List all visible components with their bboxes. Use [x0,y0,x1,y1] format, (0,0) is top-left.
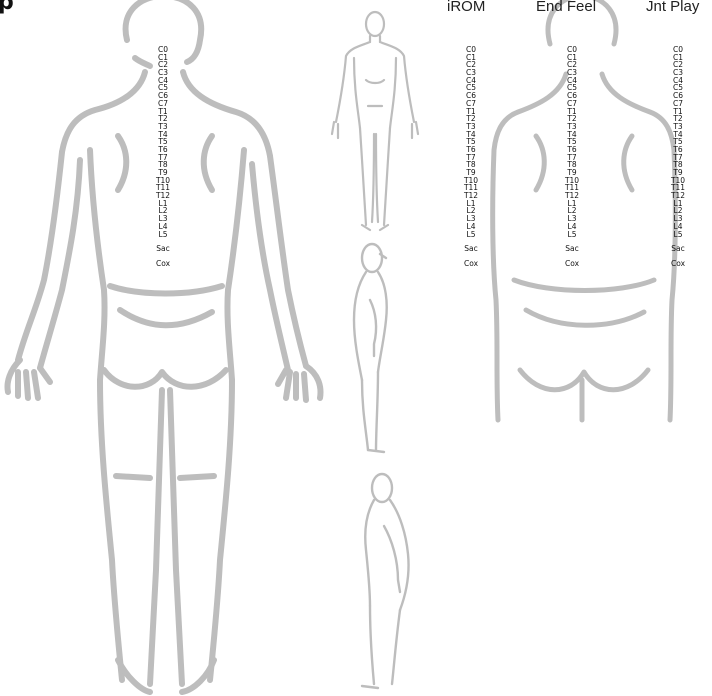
spine-segments-irom: C0C1C2C3C4C5C6C7T1T2T3T4T5T6T7T8T9T10T11… [451,46,491,268]
column-heading-jnt-play: Jnt Play [646,0,699,15]
segment-label-l5: L5 [451,231,491,239]
segment-label-sac: Sac [451,245,491,253]
column-heading-end-feel: End Feel [536,0,596,15]
segment-label-sac: Sac [143,245,183,253]
lateral-body-figure-right [340,240,420,460]
anterior-body-figure [330,10,420,238]
segment-label-sac: Sac [658,245,698,253]
segment-label-cox: Cox [451,260,491,268]
segment-label-sac: Sac [552,245,592,253]
segment-label-l5: L5 [143,231,183,239]
segment-label-l5: L5 [658,231,698,239]
segment-label-l5: L5 [552,231,592,239]
segment-label-cox: Cox [552,260,592,268]
segment-label-cox: Cox [658,260,698,268]
lateral-body-figure-left [348,470,428,696]
segment-label-cox: Cox [143,260,183,268]
column-heading-irom: iROM [447,0,485,15]
